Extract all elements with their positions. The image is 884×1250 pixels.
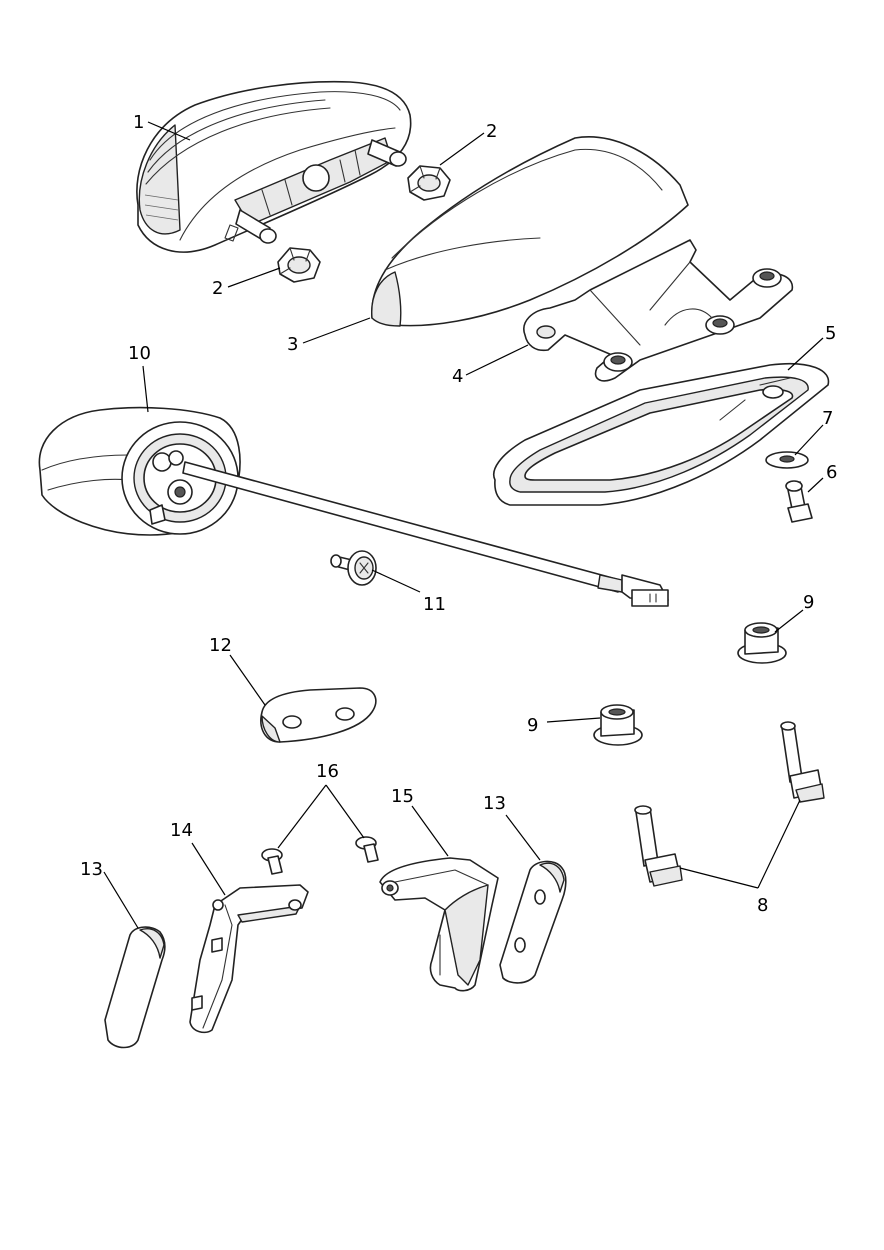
- callout-part-8: 8: [757, 895, 768, 916]
- callout-part-13-right: 13: [483, 793, 506, 814]
- part-1-tail-light: [136, 80, 412, 253]
- part-16-screw-left: [261, 848, 283, 875]
- callout-part-2-lower: 2: [212, 278, 223, 299]
- callout-part-9-right: 9: [803, 592, 814, 613]
- part-16-screw-right: [355, 836, 379, 863]
- part-5-gasket: [493, 362, 830, 506]
- part-13-pad-left: [104, 926, 166, 1049]
- part-9-bush-center: [593, 704, 643, 746]
- callout-labels: 1 2 2 3 4 5 6 7 8 9 9 10 11 12 13 13 14 …: [80, 112, 837, 916]
- part-14-bracket: [189, 884, 309, 1034]
- part-9-bush-right: [737, 622, 787, 664]
- part-6-screw: [785, 480, 813, 523]
- callout-part-7: 7: [822, 408, 833, 429]
- callout-part-9-center: 9: [527, 715, 538, 736]
- part-13-pad-right: [499, 860, 567, 984]
- callout-part-15: 15: [391, 786, 414, 807]
- callout-part-3: 3: [287, 334, 298, 355]
- part-7-washer: [765, 451, 809, 469]
- callout-part-4: 4: [452, 366, 463, 387]
- callout-part-12: 12: [209, 635, 232, 656]
- callout-part-11: 11: [423, 594, 446, 615]
- callout-part-16: 16: [316, 761, 339, 782]
- part-12-plate: [260, 687, 377, 743]
- callout-part-10: 10: [128, 343, 151, 364]
- callout-part-2-upper: 2: [486, 121, 497, 142]
- leader-lines: [103, 121, 824, 929]
- part-8-bolt-left: [634, 805, 683, 887]
- part-11-fastener: [330, 550, 377, 586]
- part-8-bolt-right: [780, 721, 825, 803]
- callout-part-5: 5: [825, 323, 836, 344]
- callout-part-13-left: 13: [80, 859, 103, 880]
- part-2-nut-lower: [277, 247, 321, 283]
- callout-part-6: 6: [826, 462, 837, 483]
- part-2-nut-upper: [407, 165, 451, 201]
- part-4-bracket: [523, 239, 794, 382]
- part-15-bracket: [379, 857, 499, 992]
- part-10-plate-light: [38, 406, 669, 607]
- callout-part-1: 1: [133, 112, 144, 133]
- callout-part-14: 14: [170, 820, 193, 841]
- part-3-cover: [371, 136, 689, 327]
